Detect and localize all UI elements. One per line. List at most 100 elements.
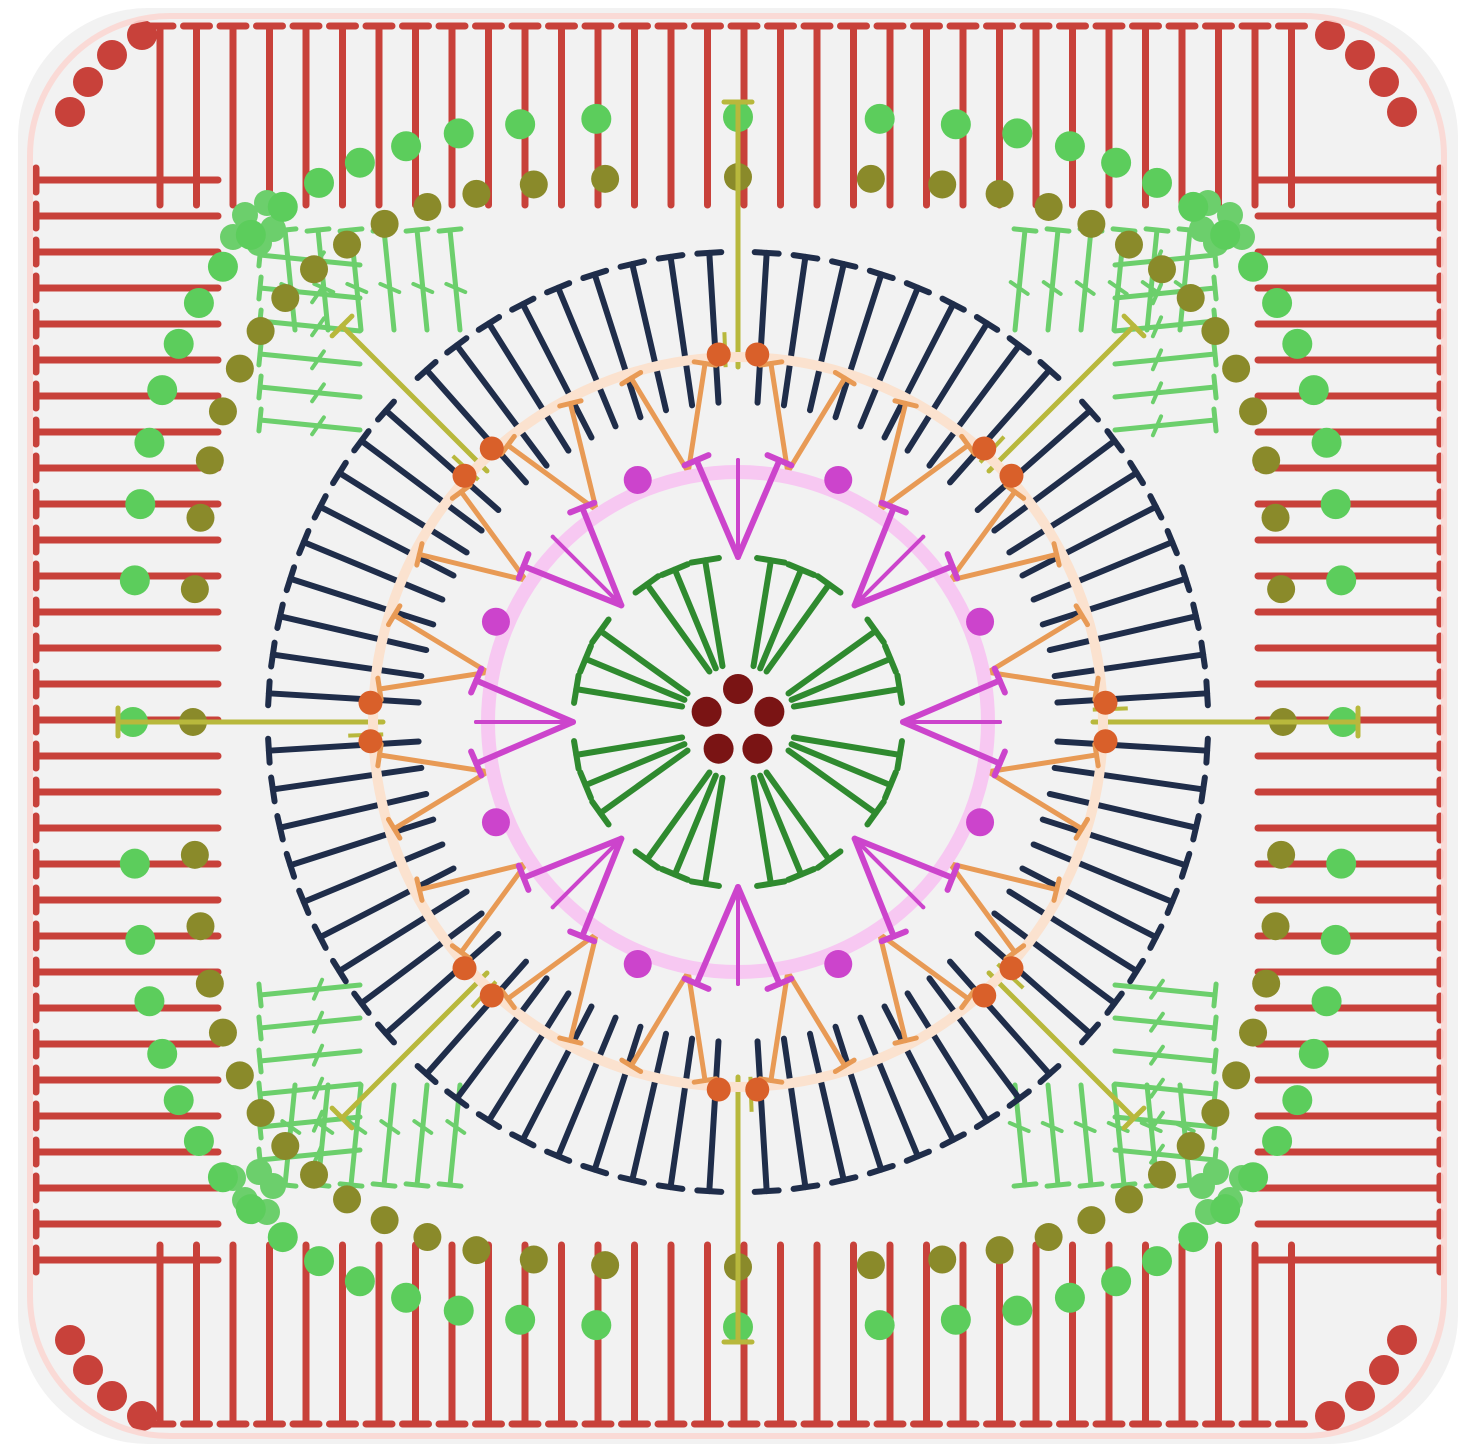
round3-chain-dot <box>482 608 510 636</box>
stitch-top <box>259 343 261 365</box>
round6-chain-dot <box>1148 255 1176 283</box>
round6-chain-dot <box>186 912 214 940</box>
stitch-top <box>307 229 329 231</box>
round7-chain-dot <box>865 1310 895 1340</box>
stitch-top <box>1047 229 1069 231</box>
round6-chain-dot <box>300 1161 328 1189</box>
stitch-top <box>659 255 683 258</box>
stitch-top <box>1201 778 1204 802</box>
round7-chain-dot <box>147 375 177 405</box>
round3-chain-dot <box>624 466 652 494</box>
round6-chain-dot <box>1201 1099 1229 1127</box>
stitch-top <box>1214 343 1216 365</box>
round7-chain-dot <box>1101 1266 1131 1296</box>
round6-chain-dot <box>1267 575 1295 603</box>
stitch-top <box>373 1184 395 1186</box>
round6-chain-dot <box>1262 504 1290 532</box>
round6-chain-dot <box>209 397 237 425</box>
round7-chain-dot <box>120 565 150 595</box>
round7-chain-dot <box>1002 1296 1032 1326</box>
stitch-top <box>794 1185 818 1188</box>
round7-chain-dot <box>1055 1283 1085 1313</box>
round4-chain-dot <box>972 437 996 461</box>
stitch-top <box>1214 1017 1216 1039</box>
round7-chain-dot <box>164 1085 194 1115</box>
round6-chain-dot <box>413 1223 441 1251</box>
round7-chain-dot <box>147 1039 177 1069</box>
round6-chain-dot <box>196 446 224 474</box>
corner-chain-dot <box>1203 1159 1229 1185</box>
round6-chain-dot <box>1239 1019 1267 1047</box>
round6-chain-dot <box>1035 193 1063 221</box>
border-corner-chain-dot <box>1315 20 1345 50</box>
round6-chain-dot <box>186 504 214 532</box>
round6-chain-dot <box>209 1019 237 1047</box>
stitch-top <box>268 681 269 705</box>
stitch-top <box>1206 681 1207 705</box>
stitch-top <box>340 229 362 231</box>
round7-chain-dot <box>1262 1126 1292 1156</box>
round6-chain-dot <box>986 1236 1014 1264</box>
round6-chain-dot <box>333 1185 361 1213</box>
round3-chain-dot <box>824 466 852 494</box>
round7-chain-dot <box>941 109 971 139</box>
border-corner-chain-dot <box>1345 1381 1375 1411</box>
border-corner-chain-dot <box>55 1325 85 1355</box>
round7-chain-dot <box>125 489 155 519</box>
round7-chain-dot <box>1312 428 1342 458</box>
round7-chain-dot <box>1002 118 1032 148</box>
round7-chain-dot <box>941 1305 971 1335</box>
round3-chain-dot <box>624 950 652 978</box>
stitch-top <box>794 255 818 258</box>
round7-chain-dot <box>1282 1085 1312 1115</box>
stitch-top <box>1206 739 1207 763</box>
round6-chain-dot <box>857 1251 885 1279</box>
round6-chain-dot <box>1252 446 1280 474</box>
round7-chain-dot <box>268 192 298 222</box>
stitch-top <box>1146 229 1168 231</box>
round6-chain-dot <box>520 1246 548 1274</box>
round4-chain-dot <box>999 464 1023 488</box>
round6-chain-dot <box>271 284 299 312</box>
round7-chain-dot <box>345 1266 375 1296</box>
stitch-top <box>271 643 274 667</box>
round6-chain-dot <box>196 970 224 998</box>
round7-chain-dot <box>236 220 266 250</box>
round7-chain-dot <box>1178 192 1208 222</box>
stitch-top <box>1080 1184 1102 1186</box>
round4-chain-dot <box>359 691 383 715</box>
round7-chain-dot <box>120 849 150 879</box>
stitch-top <box>697 252 721 253</box>
round4-chain-dot <box>359 729 383 753</box>
round7-chain-dot <box>581 104 611 134</box>
round4-chain-dot <box>1093 729 1117 753</box>
round3-chain-dot <box>966 808 994 836</box>
round6-chain-dot <box>1239 397 1267 425</box>
stitch-top <box>271 778 274 802</box>
round4-chain-dot <box>480 437 504 461</box>
ring-chain-dot <box>723 674 753 704</box>
stitch-top <box>259 376 261 398</box>
round7-chain-dot <box>1238 1162 1268 1192</box>
stitch-top <box>406 229 428 231</box>
round6-chain-dot <box>1035 1223 1063 1251</box>
border-corner-chain-dot <box>1369 67 1399 97</box>
round7-chain-dot <box>184 288 214 318</box>
stitch-top <box>259 1050 261 1072</box>
round3-chain-dot <box>966 608 994 636</box>
round7-chain-dot <box>268 1222 298 1252</box>
border-corner-chain-dot <box>1345 40 1375 70</box>
round3-chain-dot <box>824 950 852 978</box>
stitch-top <box>268 739 269 763</box>
round7-chain-dot <box>581 1310 611 1340</box>
stitch-top <box>1047 1184 1069 1186</box>
round4-chain-dot <box>999 956 1023 980</box>
round7-chain-dot <box>304 1246 334 1276</box>
round6-chain-dot <box>1115 231 1143 259</box>
stitch-top <box>1214 277 1216 299</box>
round7-chain-dot <box>208 252 238 282</box>
round7-chain-dot <box>345 148 375 178</box>
border-corner-chain-dot <box>1315 1401 1345 1431</box>
round6-chain-dot <box>986 180 1014 208</box>
